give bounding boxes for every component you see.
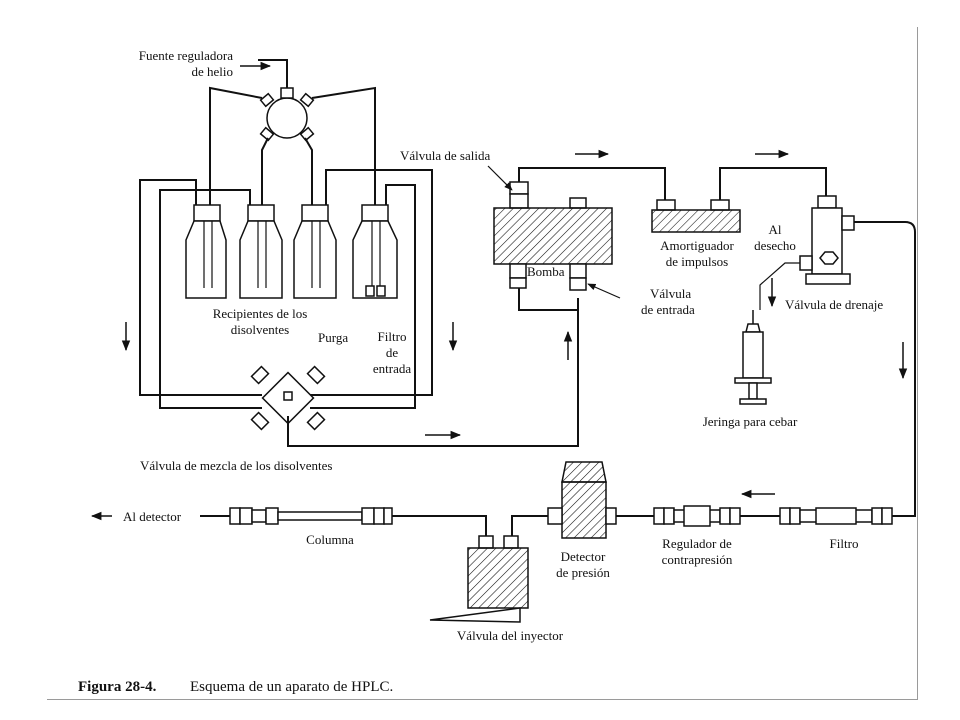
mixing-valve: [250, 365, 326, 431]
drain-valve-label: Válvula de drenaje: [785, 297, 883, 312]
solvent-line-2: [159, 189, 262, 409]
mixing-valve-label: Válvula de mezcla de los disolventes: [140, 458, 332, 473]
pulse-dampener-label-line2: de impulsos: [666, 254, 728, 269]
pressure-detector: [547, 461, 617, 539]
priming-syringe: [734, 310, 772, 405]
waste-label-line2: desecho: [754, 238, 796, 253]
pressure-detector-label-line1: Detector: [561, 549, 606, 564]
filter-label: Filtro: [830, 536, 859, 551]
backpressure-label-line1: Regulador de: [662, 536, 732, 551]
injector-valve: [429, 535, 529, 623]
injector-valve-label: Válvula del inyector: [457, 628, 564, 643]
outlet-valve-pointer: [487, 165, 513, 191]
waste-label-line1: Al: [769, 222, 782, 237]
reservoir-bottle-1: [185, 204, 227, 299]
pump: [493, 181, 613, 311]
reservoir-bottle-4: [352, 204, 398, 299]
helium-line-1: [209, 86, 263, 205]
reservoirs-label-line2: disolventes: [231, 322, 290, 337]
solvent-line-1: [139, 179, 262, 396]
inlet-filter-label-line1: Filtro: [378, 329, 407, 344]
drain-to-filter-line: [854, 221, 916, 505]
inlet-valve-label-line1: Válvula: [650, 286, 691, 301]
helium-line-2: [261, 137, 269, 205]
helium-label-line2: de helio: [191, 64, 233, 79]
to-detector-label: Al detector: [123, 509, 182, 524]
pump-to-dampener-line: [518, 167, 666, 202]
backpressure-label-line2: contrapresión: [662, 552, 733, 567]
helium-regulator: [258, 59, 315, 142]
figure-caption-label: Figura 28-4.: [78, 679, 157, 695]
drain-valve: [759, 195, 855, 310]
helium-line-3: [304, 137, 313, 205]
solvent-line-4: [310, 184, 416, 409]
reservoir-bottle-3: [293, 204, 337, 299]
helium-label-line1: Fuente reguladora: [139, 48, 233, 63]
pressure-detector-label-line2: de presión: [556, 565, 610, 580]
line-filter: [779, 507, 893, 525]
pump-label: Bomba: [527, 264, 565, 279]
column-label: Columna: [306, 532, 354, 547]
backpressure-regulator: [653, 505, 741, 527]
inlet-valve-pointer: [587, 283, 621, 299]
solvent-line-3: [310, 169, 433, 396]
pulse-dampener: [651, 199, 741, 233]
mixer-to-pump-line: [287, 298, 579, 447]
inlet-valve-label-line2: de entrada: [641, 302, 695, 317]
syringe-label: Jeringa para cebar: [703, 414, 798, 429]
hplc-column: [229, 507, 393, 525]
dampener-to-drain-line: [719, 167, 827, 200]
reservoirs-label-line1: Recipientes de los: [213, 306, 308, 321]
inlet-filter-label-line2: de: [386, 345, 399, 360]
helium-line-4: [311, 86, 376, 205]
reservoir-bottle-2: [239, 204, 283, 299]
solvent-reservoirs: [185, 204, 398, 299]
outlet-valve-label: Válvula de salida: [400, 148, 490, 163]
inlet-filter-label-line3: entrada: [373, 361, 411, 376]
figure-caption-text: Esquema de un aparato de HPLC.: [190, 679, 393, 695]
figure-frame: [47, 27, 918, 700]
purge-label: Purga: [318, 330, 348, 345]
pulse-dampener-label-line1: Amortiguador: [660, 238, 734, 253]
